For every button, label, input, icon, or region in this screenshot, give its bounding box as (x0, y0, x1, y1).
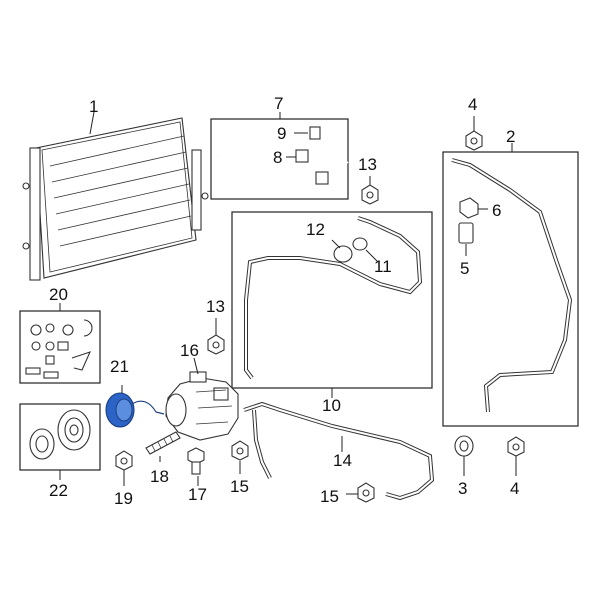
nut-19[interactable] (115, 450, 133, 486)
nut-4-bottom[interactable] (507, 436, 525, 476)
nut-13-middle[interactable] (207, 318, 225, 355)
seal-3[interactable] (454, 435, 474, 476)
callout-16: 16 (180, 341, 199, 360)
callout-2: 2 (506, 127, 515, 146)
callout-14: 14 (333, 451, 352, 470)
callout-15-left: 15 (230, 477, 249, 496)
callout-20: 20 (49, 285, 68, 304)
compressor[interactable] (165, 357, 239, 441)
callout-17: 17 (188, 485, 207, 504)
callout-4-top: 4 (468, 95, 477, 114)
callout-18: 18 (150, 467, 169, 486)
callout-21: 21 (110, 357, 129, 376)
callout-13-top: 13 (358, 155, 377, 174)
callout-13-middle: 13 (206, 297, 225, 316)
callout-5: 5 (460, 259, 469, 278)
callout-12: 12 (306, 220, 325, 239)
lines-box-10[interactable] (231, 211, 433, 398)
callout-22: 22 (49, 481, 68, 500)
stud-18[interactable] (145, 431, 181, 462)
callout-4-bottom: 4 (510, 479, 519, 498)
callout-3: 3 (458, 479, 467, 498)
nut-4-top[interactable] (465, 116, 483, 151)
condenser[interactable] (22, 111, 209, 281)
callout-15-right: 15 (320, 487, 339, 506)
callout-9: 9 (277, 124, 286, 143)
nut-15-left[interactable] (231, 440, 249, 474)
nut-15-right[interactable] (346, 482, 375, 503)
hardware-kit-box[interactable] (19, 303, 101, 384)
callout-1: 1 (89, 97, 98, 116)
callout-7: 7 (274, 94, 283, 113)
line-14[interactable] (243, 401, 435, 501)
callout-19: 19 (114, 489, 133, 508)
callout-10: 10 (322, 396, 341, 415)
clutch-coil-highlighted[interactable] (105, 385, 165, 428)
lines-box-7[interactable] (210, 112, 349, 200)
callout-11: 11 (374, 257, 392, 276)
nut-13-top[interactable] (361, 176, 379, 205)
lines-box-2[interactable] (442, 143, 579, 427)
clutch-assembly-box[interactable] (19, 403, 101, 480)
callout-6: 6 (492, 201, 501, 220)
callout-8: 8 (273, 148, 282, 167)
bolt-17[interactable] (187, 447, 205, 486)
